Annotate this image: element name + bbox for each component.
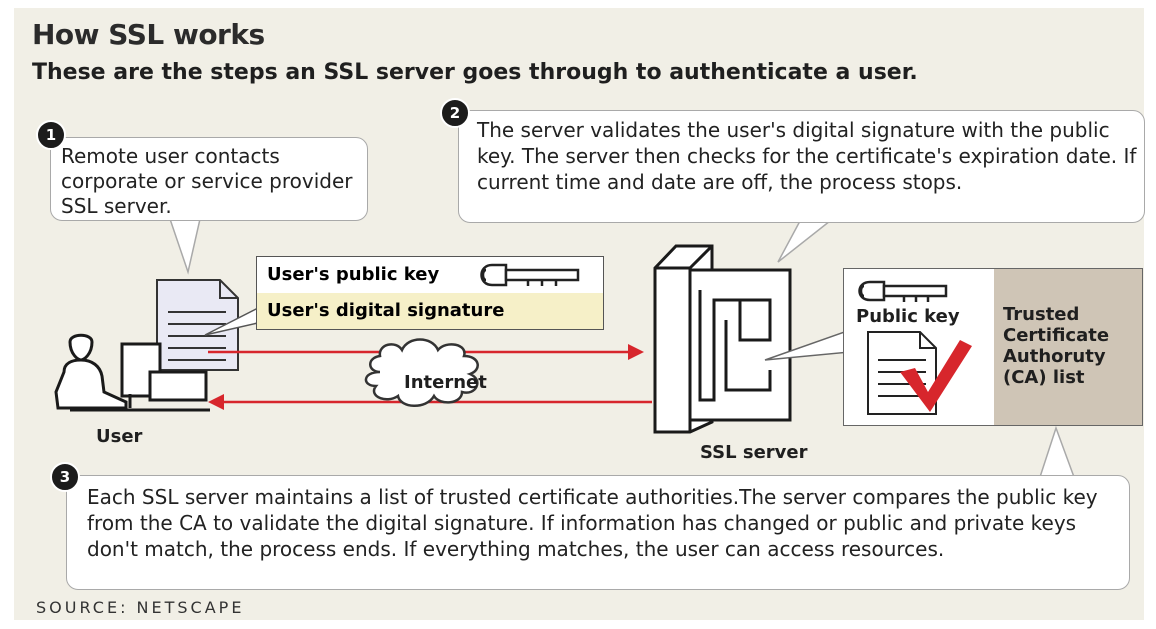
step-3-callout: Each SSL server maintains a list of trus… bbox=[66, 475, 1130, 590]
key-icon bbox=[858, 280, 948, 302]
step-3-badge: 3 bbox=[50, 462, 80, 492]
ca-list-label: Trusted Certificate Authoruty (CA) list bbox=[1003, 304, 1110, 388]
user-public-key-label: User's public key bbox=[267, 264, 440, 285]
cloud-icon bbox=[364, 338, 479, 407]
inbound-arrowhead bbox=[208, 394, 224, 410]
server-icon bbox=[653, 244, 792, 434]
step-1-callout: Remote user contacts corporate or servic… bbox=[50, 137, 368, 221]
user-label: User bbox=[96, 426, 143, 447]
internet-label: Internet bbox=[404, 372, 487, 393]
public-key-label: Public key bbox=[856, 306, 960, 327]
diagram-title: How SSL works bbox=[32, 18, 265, 51]
diagram-subtitle: These are the steps an SSL server goes t… bbox=[32, 60, 918, 85]
user-computer-icon bbox=[54, 333, 210, 412]
step-1-badge: 1 bbox=[36, 120, 66, 150]
step-2-badge: 2 bbox=[440, 98, 470, 128]
ca-list-background bbox=[994, 269, 1142, 425]
source-credit: SOURCE: NETSCAPE bbox=[36, 598, 245, 617]
outbound-arrowhead bbox=[628, 344, 644, 360]
checkmark-icon bbox=[900, 340, 972, 412]
user-digital-signature-label: User's digital signature bbox=[257, 293, 603, 329]
ssl-server-label: SSL server bbox=[700, 442, 808, 463]
step-2-callout: The server validates the user's digital … bbox=[458, 110, 1145, 223]
user-key-box: User's public key User's digital signatu… bbox=[256, 256, 604, 330]
